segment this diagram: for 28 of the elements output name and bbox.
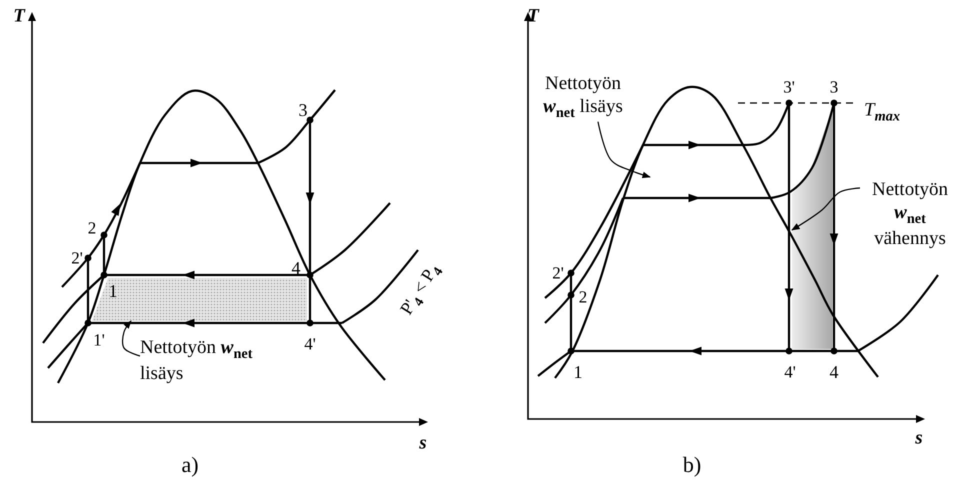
panel-label: b) bbox=[682, 454, 702, 476]
temperature-label: T$_{max}$ bbox=[864, 100, 900, 124]
annotation-text: Nettotyön w$_{net}$ lisäys bbox=[140, 337, 290, 386]
state-point-label: 2 bbox=[88, 220, 96, 236]
state-point-label: 2 bbox=[578, 288, 588, 306]
state-point-label: 2' bbox=[71, 250, 83, 266]
state-point-label: 2' bbox=[552, 264, 564, 282]
annotation-text: Nettotyön w$_{net}$ vähennys bbox=[860, 179, 960, 250]
state-point-label: 1 bbox=[108, 282, 118, 300]
state-point-label: 3' bbox=[783, 78, 795, 96]
state-point-label: 4 bbox=[830, 363, 838, 381]
leader-line bbox=[791, 187, 860, 231]
panel-label: a) bbox=[181, 454, 199, 476]
state-point-label: 1' bbox=[93, 332, 105, 348]
leader-line bbox=[597, 122, 651, 178]
state-point-label: 4' bbox=[304, 336, 316, 352]
axis-label: T bbox=[13, 6, 25, 26]
state-point-label: 4 bbox=[292, 259, 300, 277]
axis-label: s bbox=[915, 428, 923, 448]
state-point-label: 3 bbox=[298, 101, 308, 119]
axis-label: s bbox=[419, 434, 427, 452]
state-point-label: 1 bbox=[574, 363, 582, 381]
state-point-label: 3 bbox=[830, 78, 838, 96]
annotation-text: Nettotyön w$_{net}$ lisäys bbox=[537, 73, 629, 122]
state-point-label: 4' bbox=[784, 364, 796, 380]
shaded-area bbox=[92, 278, 307, 321]
axis-label: T bbox=[527, 6, 539, 26]
leader-line bbox=[122, 320, 140, 357]
